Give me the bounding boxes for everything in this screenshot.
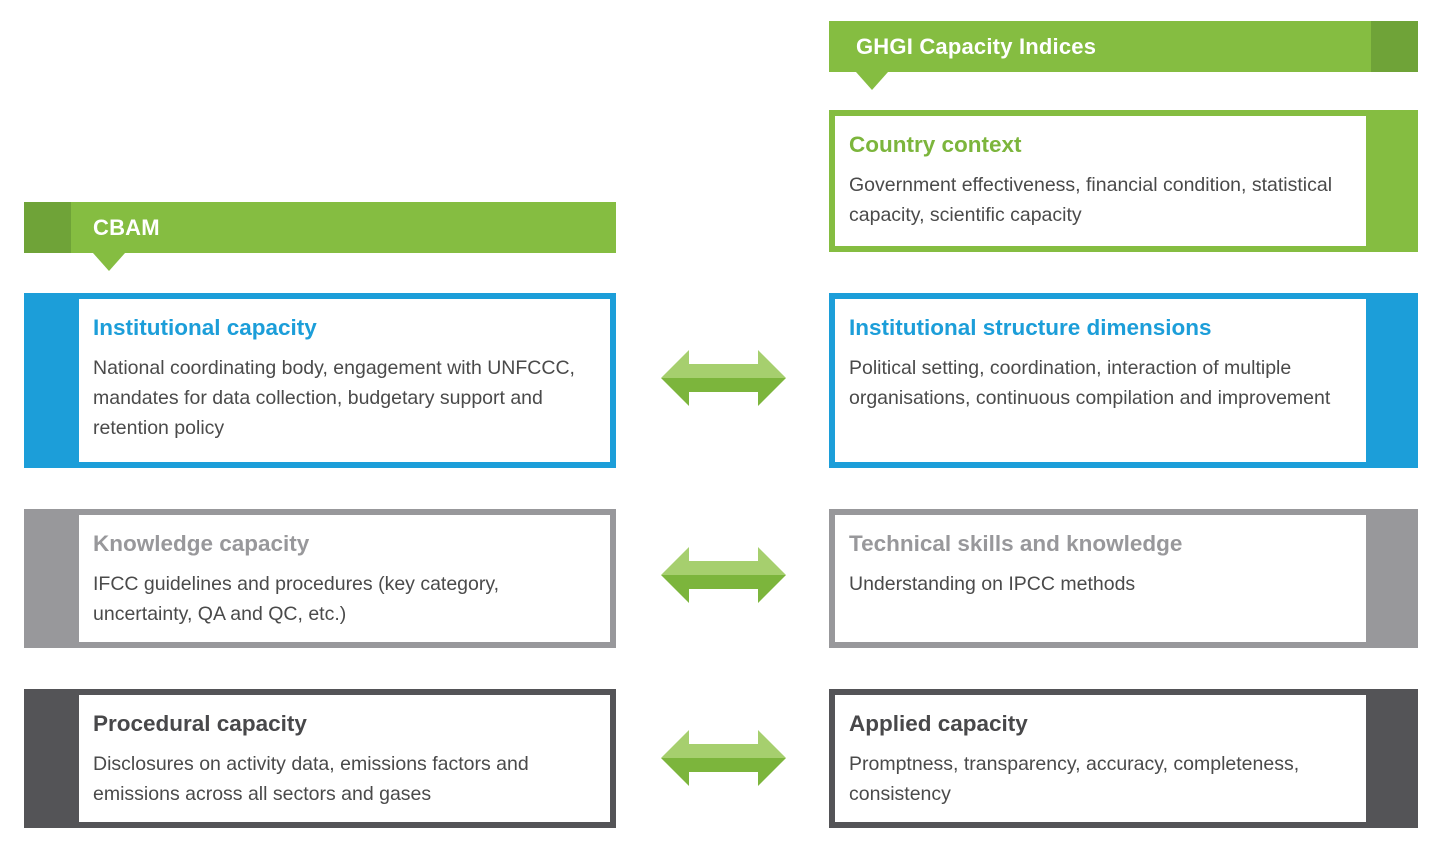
cbam-header-title: CBAM — [93, 214, 160, 240]
header-accent-block — [1371, 21, 1418, 72]
double-arrow-icon — [661, 730, 786, 786]
procedural-capacity-text: Disclosures on activity data, emissions … — [93, 753, 529, 805]
knowledge-capacity-text: IFCC guidelines and procedures (key cate… — [93, 573, 500, 625]
institutional-structure-title: Institutional structure dimensions — [849, 315, 1212, 340]
box-inner: Procedural capacity Disclosures on activ… — [79, 695, 610, 822]
technical-skills-box: Technical skills and knowledge Understan… — [829, 509, 1418, 648]
header-pointer — [93, 253, 125, 271]
technical-skills-text: Understanding on IPCC methods — [849, 573, 1136, 595]
header-pointer — [856, 72, 888, 90]
technical-skills-title: Technical skills and knowledge — [849, 531, 1183, 556]
double-arrow-icon — [661, 547, 786, 603]
procedural-capacity-title: Procedural capacity — [93, 711, 307, 736]
country-context-text: Government effectiveness, financial cond… — [849, 174, 1333, 226]
institutional-structure-box: Institutional structure dimensions Polit… — [829, 293, 1418, 468]
knowledge-capacity-title: Knowledge capacity — [93, 531, 310, 556]
applied-capacity-box: Applied capacity Promptness, transparenc… — [829, 689, 1418, 828]
box-inner: Knowledge capacity IFCC guidelines and p… — [79, 515, 610, 642]
box-inner: Technical skills and knowledge Understan… — [835, 515, 1366, 642]
applied-capacity-text: Promptness, transparency, accuracy, comp… — [849, 753, 1300, 805]
procedural-capacity-box: Procedural capacity Disclosures on activ… — [24, 689, 616, 828]
double-arrow-icon — [661, 350, 786, 406]
header-accent-block — [24, 202, 71, 253]
box-inner: Institutional capacity National coordina… — [79, 299, 610, 462]
country-context-box: Country context Government effectiveness… — [829, 110, 1418, 252]
ghgi-header-title: GHGI Capacity Indices — [856, 33, 1097, 59]
box-inner: Country context Government effectiveness… — [835, 116, 1366, 246]
applied-capacity-title: Applied capacity — [849, 711, 1028, 736]
country-context-title: Country context — [849, 132, 1022, 157]
knowledge-capacity-box: Knowledge capacity IFCC guidelines and p… — [24, 509, 616, 648]
box-inner: Institutional structure dimensions Polit… — [835, 299, 1366, 462]
cbam-header: CBAM — [24, 202, 616, 271]
box-inner: Applied capacity Promptness, transparenc… — [835, 695, 1366, 822]
institutional-capacity-title: Institutional capacity — [93, 315, 317, 340]
institutional-capacity-box: Institutional capacity National coordina… — [24, 293, 616, 468]
institutional-capacity-text: National coordinating body, engagement w… — [93, 357, 575, 439]
ghgi-capacity-indices-header: GHGI Capacity Indices — [829, 21, 1418, 90]
institutional-structure-text: Political setting, coordination, interac… — [849, 357, 1331, 409]
